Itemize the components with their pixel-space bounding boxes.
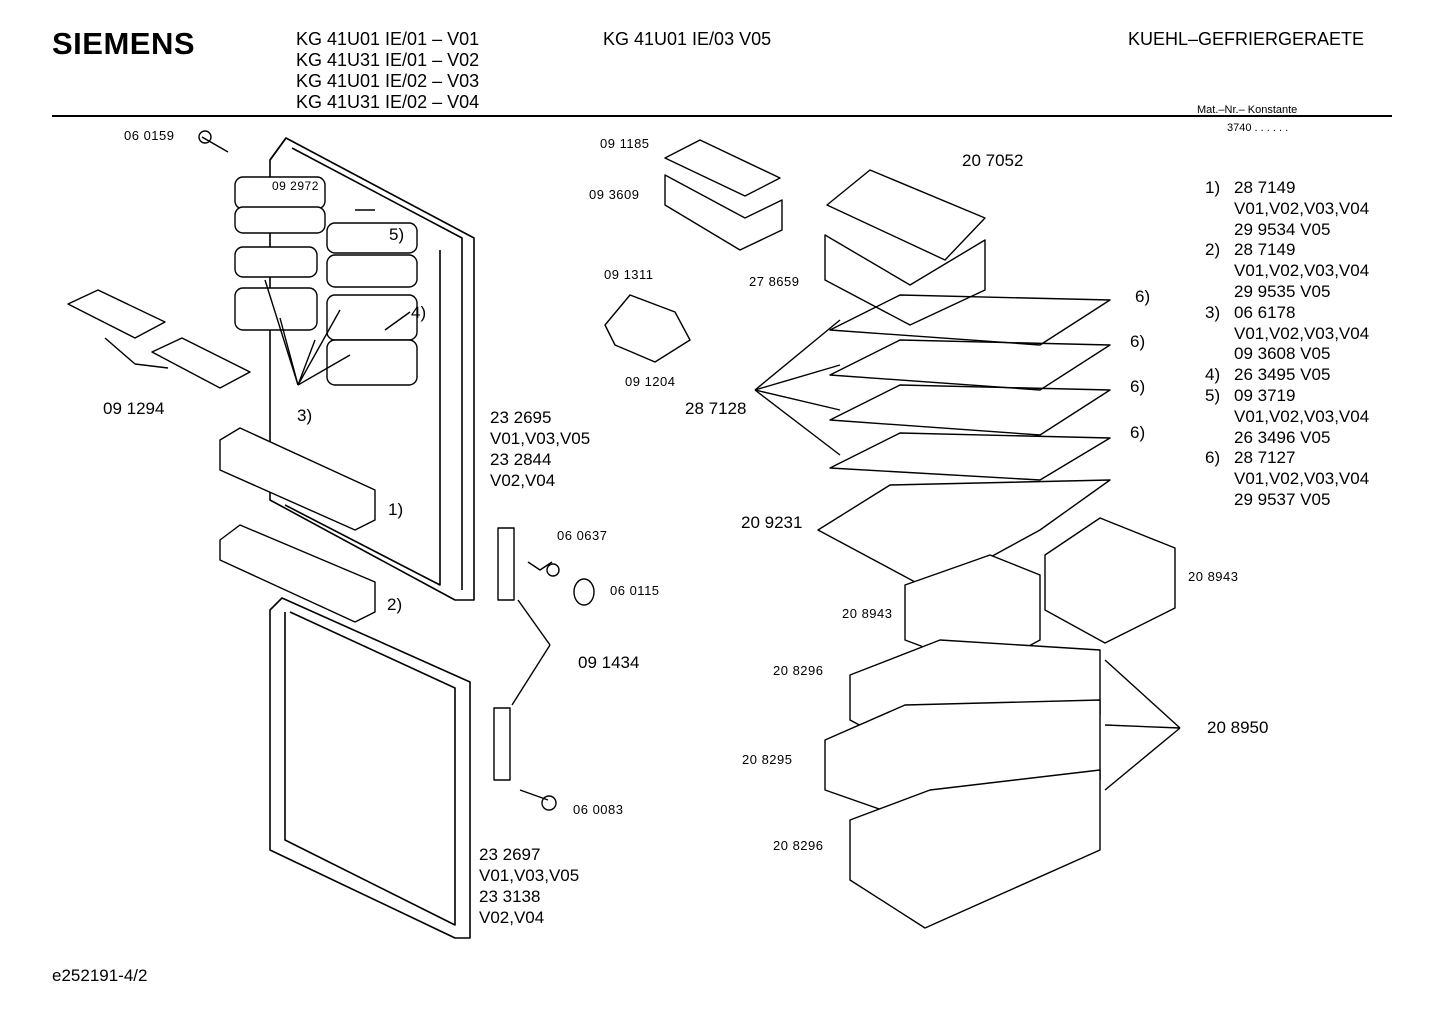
legend-number: 3): [1205, 302, 1221, 322]
callout-3: 3): [297, 406, 313, 425]
callout-6: 6): [1130, 423, 1146, 442]
mat-number-value: 3740 . . . . . .: [1227, 122, 1289, 134]
callout-4: 4): [411, 303, 427, 322]
upper-door-parts: 23 2695 V01,V03,V05 23 2844 V02,V04: [490, 407, 590, 491]
legend-item: 1) 28 7149 V01,V02,V03,V04 29 9534 V05: [1205, 178, 1369, 240]
model-line: KG 41U31 IE/01 – V02: [296, 50, 480, 70]
legend-line: 26 3495 V05: [1234, 365, 1331, 385]
door-shelves-drawing: [234, 176, 418, 386]
part-label: 28 7128: [685, 399, 747, 418]
part-label: 09 1185: [600, 136, 650, 151]
legend-line: 29 9537 V05: [1234, 489, 1331, 509]
legend-item: 4) 26 3495 V05: [1205, 365, 1369, 386]
legend-item: 2) 28 7149 V01,V02,V03,V04 29 9535 V05: [1205, 240, 1369, 302]
callout-6: 6): [1130, 377, 1146, 396]
part-label: 20 8296: [773, 663, 824, 678]
legend-line: V01,V02,V03,V04: [1234, 323, 1370, 343]
legend-line: 28 7127: [1234, 448, 1296, 468]
part-label: 06 0115: [610, 583, 660, 598]
legend-line: 28 7149: [1234, 240, 1296, 260]
legend-line: 06 6178: [1234, 302, 1296, 322]
part-label: 23 3138: [479, 887, 541, 906]
callout-6: 6): [1130, 332, 1146, 351]
part-label: V01,V03,V05: [479, 866, 580, 885]
ice-tray-drawing: [604, 139, 783, 363]
legend-line: 09 3719: [1234, 385, 1296, 405]
legend-line: 29 9534 V05: [1234, 219, 1331, 239]
part-label: 23 2844: [490, 450, 552, 469]
legend-line: V01,V02,V03,V04: [1234, 261, 1370, 281]
part-label: 20 8296: [773, 838, 824, 853]
legend-item: 5) 09 3719 V01,V02,V03,V04 26 3496 V05: [1205, 386, 1369, 448]
legend-item: 3) 06 6178 V01,V02,V03,V04 09 3608 V05: [1205, 303, 1369, 365]
mat-number-label: Mat.–Nr.– Konstante: [1197, 104, 1298, 116]
brand-logo: SIEMENS: [52, 26, 196, 61]
model-variant: KG 41U01 IE/03 V05: [603, 29, 772, 49]
lower-door-parts: 23 2697 V01,V03,V05 23 3138 V02,V04: [479, 844, 579, 928]
lower-door-drawing: [269, 597, 471, 939]
part-label: 06 0159: [124, 128, 175, 143]
part-label: 20 8943: [842, 606, 893, 621]
part-label: 20 8943: [1188, 569, 1239, 584]
part-label: V02,V04: [479, 908, 545, 927]
lower-door-shelves-drawing: [219, 427, 376, 623]
legend-line: V01,V02,V03,V04: [1234, 198, 1370, 218]
header-divider: [52, 115, 1392, 117]
document-id: e252191-4/2: [52, 966, 148, 985]
part-label: 23 2697: [479, 845, 541, 864]
part-label: 09 1294: [103, 399, 165, 418]
egg-trays-drawing: [67, 289, 251, 389]
model-list: KG 41U01 IE/01 – V01 KG 41U31 IE/01 – V0…: [296, 29, 479, 113]
part-label: 20 9231: [741, 513, 803, 532]
part-label: 06 0083: [573, 802, 624, 817]
part-label: 27 8659: [749, 274, 800, 289]
part-label: 06 0637: [557, 528, 608, 543]
legend-number: 5): [1205, 385, 1221, 405]
legend-number: 2): [1205, 240, 1221, 260]
part-label: 20 7052: [962, 151, 1024, 170]
legend-number: 4): [1205, 365, 1221, 385]
legend-number: 6): [1205, 448, 1221, 468]
callout-1: 1): [388, 500, 404, 519]
part-label: 23 2695: [490, 408, 552, 427]
model-line: KG 41U01 IE/02 – V03: [296, 71, 480, 91]
part-label: 09 1434: [578, 653, 640, 672]
legend-line: 26 3496 V05: [1234, 427, 1331, 447]
legend-line: 09 3608 V05: [1234, 344, 1331, 364]
category-title: KUEHL–GEFRIERGERAETE: [1128, 29, 1365, 49]
part-label: 20 8295: [742, 752, 793, 767]
part-label: 09 1311: [604, 267, 654, 282]
part-label: 09 3609: [589, 187, 640, 202]
callout-2: 2): [387, 595, 403, 614]
legend-number: 1): [1205, 178, 1221, 197]
shelves-drawing: [754, 169, 1111, 591]
legend-item: 6) 28 7127 V01,V02,V03,V04 29 9537 V05: [1205, 448, 1369, 510]
legend-line: 29 9535 V05: [1234, 281, 1331, 301]
part-label: V01,V03,V05: [490, 429, 591, 448]
callout-6: 6): [1135, 287, 1151, 306]
legend-line: V01,V02,V03,V04: [1234, 406, 1370, 426]
part-label: 09 1204: [625, 374, 676, 389]
parts-legend: 1) 28 7149 V01,V02,V03,V04 29 9534 V05 2…: [1205, 178, 1369, 511]
part-label: 20 8950: [1207, 718, 1269, 737]
baskets-drawing: [824, 639, 1181, 929]
legend-line: 28 7149: [1234, 178, 1296, 197]
model-line: KG 41U31 IE/02 – V04: [296, 92, 480, 112]
hinge-drawing: [198, 130, 595, 811]
callout-5: 5): [389, 225, 405, 244]
legend-line: V01,V02,V03,V04: [1234, 469, 1370, 489]
part-label: 09 2972: [272, 179, 319, 193]
part-label: V02,V04: [490, 471, 556, 490]
model-line: KG 41U01 IE/01 – V01: [296, 29, 480, 49]
